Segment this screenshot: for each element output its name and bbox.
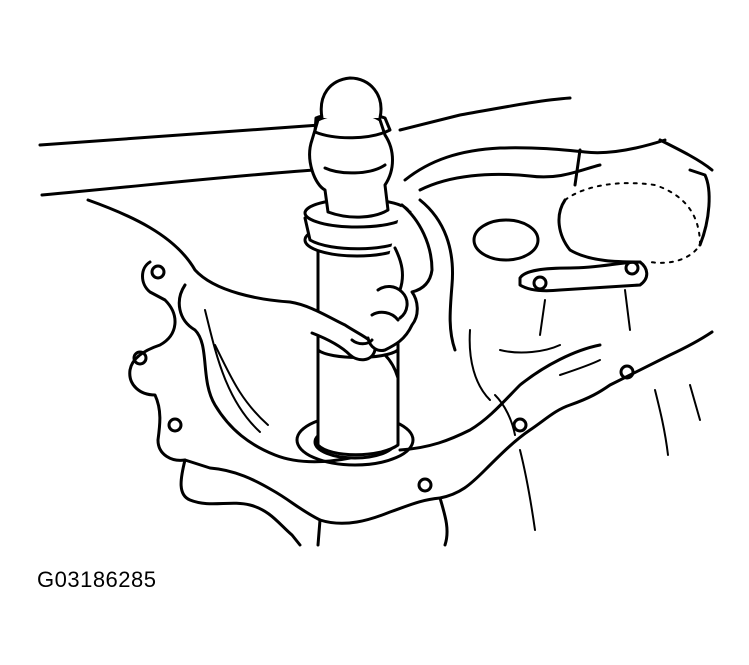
- figure-code: G03186285: [37, 567, 157, 592]
- bolt-hole: [150, 264, 166, 280]
- seal-installer-tool: [303, 197, 412, 457]
- bolt-hole: [619, 364, 635, 380]
- bolt-hole: [167, 417, 183, 433]
- hammer: [38, 76, 394, 219]
- installation-illustration: [38, 76, 714, 547]
- bolt-hole: [532, 275, 548, 291]
- port-opening: [472, 218, 540, 262]
- bolt-hole: [132, 350, 148, 366]
- hand: [86, 198, 434, 380]
- housing-upper: [398, 96, 714, 531]
- housing-flange: [128, 260, 714, 547]
- bolt-hole: [512, 417, 528, 433]
- housing-interior: [177, 283, 602, 464]
- bolt-hole: [417, 477, 433, 493]
